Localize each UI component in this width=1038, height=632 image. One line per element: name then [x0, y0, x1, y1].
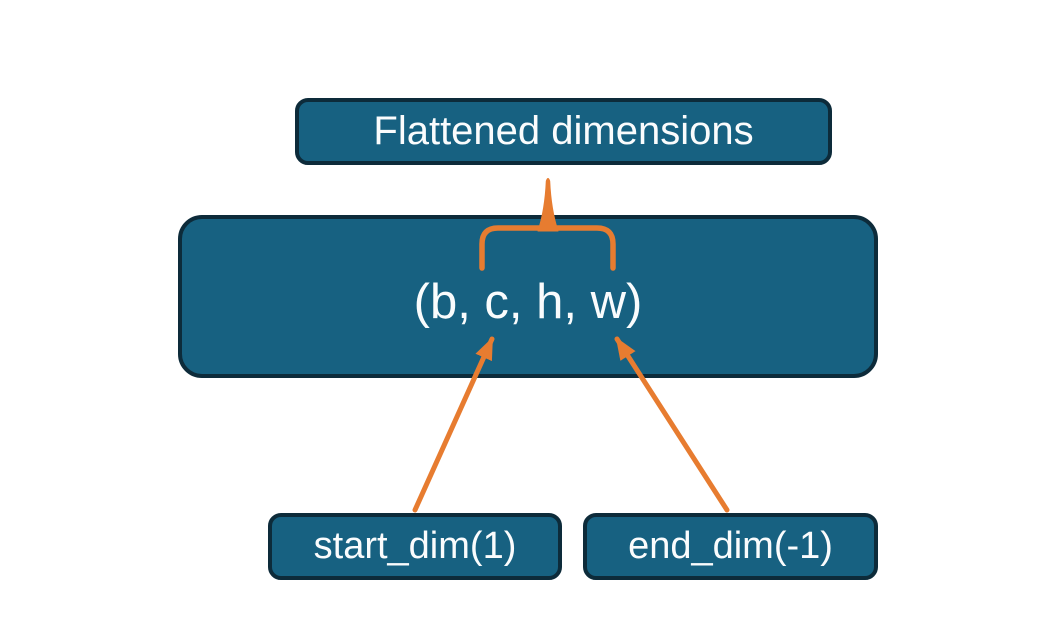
tensor-shape-label: (b, c, h, w): [413, 274, 643, 329]
end-dim-box: end_dim(-1): [583, 513, 878, 580]
flattened-dimensions-box: Flattened dimensions: [295, 98, 832, 165]
tensor-shape-box: (b, c, h, w): [178, 215, 878, 378]
end-dim-label: end_dim(-1): [628, 525, 833, 567]
start-dim-box: start_dim(1): [268, 513, 562, 580]
flattened-dimensions-label: Flattened dimensions: [373, 109, 754, 153]
start-dim-label: start_dim(1): [313, 525, 517, 567]
